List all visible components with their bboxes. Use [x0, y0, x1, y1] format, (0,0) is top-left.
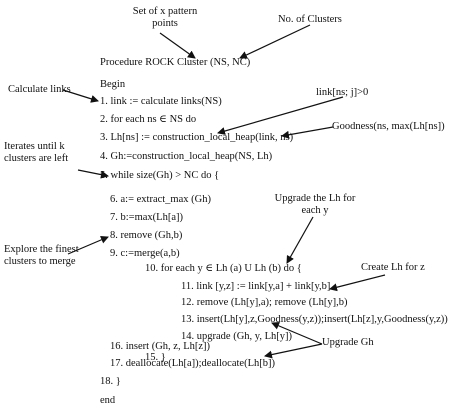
code-line-6: 6. a:= extract_max (Gh) — [110, 194, 211, 205]
arrow-explore — [67, 236, 109, 255]
pattern-points-label: Set of x pattern points — [115, 6, 215, 30]
procedure-header: Procedure ROCK Cluster (NS, NC) — [100, 57, 251, 68]
explore-line2: clusters to merge — [4, 256, 76, 267]
arrow-upgrade-gh-2 — [264, 343, 323, 359]
code-line-14: 14. upgrade (Gh, y, Lh[y]) — [181, 331, 292, 342]
code-line-17: 17. deallocate(Lh[a]);deallocate(Lh[b]) — [110, 358, 275, 369]
code-line-11: 11. link [y,z] := link[y,a] + link[y,b] — [181, 281, 331, 292]
upgrade-lh-line1: Upgrade the Lh for — [274, 193, 356, 204]
arrow-iterates — [77, 169, 109, 179]
pattern-points-line2: points — [152, 18, 178, 29]
code-line-12: 12. remove (Lh[y],a); remove (Lh[y],b) — [181, 297, 348, 308]
iterates-line2: clusters are left — [4, 153, 69, 164]
code-line-1: 1. link := calculate links(NS) — [100, 96, 222, 107]
code-line-13: 13. insert(Lh[y],z,Goodness(y,z));insert… — [181, 314, 448, 325]
arrow-goodness — [281, 126, 334, 139]
code-begin: Begin — [100, 79, 126, 90]
code-end: end — [100, 395, 116, 406]
code-line-2: 2. for each ns ∈ NS do — [100, 114, 197, 125]
upgrade-lh-line2: each y — [301, 205, 329, 216]
arrow-calculate-links — [62, 89, 99, 103]
arrow-upgrade-lh — [286, 216, 314, 264]
arrow-link-condition — [217, 96, 344, 135]
link-condition-label: link[ns; j]>0 — [316, 87, 369, 98]
arrow-create-lh — [329, 274, 386, 292]
arrow-upgrade-gh-1 — [271, 322, 323, 345]
code-line-3: 3. Lh[ns] := construction_local_heap(lin… — [100, 132, 294, 143]
code-line-15: 15. } — [145, 352, 166, 363]
pattern-points-line1: Set of x pattern — [132, 6, 198, 17]
code-line-7: 7. b:=max(Lh[a]) — [110, 212, 183, 223]
upgrade-gh-label: Upgrade Gh — [322, 337, 374, 348]
arrow-num-clusters — [239, 24, 311, 59]
iterates-line1: Iterates until k — [4, 141, 65, 152]
goodness-label: Goodness(ns, max(Lh[ns]) — [332, 121, 445, 132]
arrow-pattern-points — [159, 32, 196, 59]
num-clusters-label: No. of Clusters — [278, 14, 342, 25]
explore-label: Explore the finest clusters to merge — [4, 244, 79, 268]
code-line-10: 10. for each y ∈ Lh (a) U Lh (b) do { — [145, 263, 302, 274]
upgrade-lh-label: Upgrade the Lh for each y — [260, 193, 370, 217]
iterates-label: Iterates until k clusters are left — [4, 141, 68, 165]
code-line-18: 18. } — [100, 376, 121, 387]
code-line-9: 9. c:=merge(a,b) — [110, 248, 180, 259]
code-line-16: 16. insert (Gh, z, Lh[z]) — [110, 341, 211, 352]
explore-line1: Explore the finest — [4, 244, 79, 255]
create-lh-label: Create Lh for z — [361, 262, 425, 273]
code-line-5: 5. while size(Gh) > NC do { — [100, 170, 220, 181]
code-line-8: 8. remove (Gh,b) — [110, 230, 183, 241]
calculate-links-label: Calculate links — [8, 84, 71, 95]
code-line-4: 4. Gh:=construction_local_heap(NS, Lh) — [100, 151, 273, 162]
